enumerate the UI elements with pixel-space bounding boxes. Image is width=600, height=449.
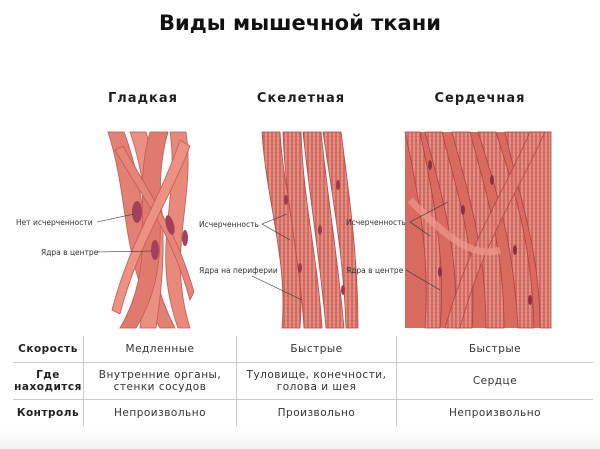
- table-cell: Внутренние органы, стенки сосудов: [83, 362, 237, 400]
- nucleus-icon: [182, 230, 188, 246]
- nucleus-icon: [428, 160, 432, 170]
- label-nuclei-periphery: Ядра на периферии: [199, 266, 278, 275]
- column-heading-skeletal: Скелетная: [256, 91, 346, 106]
- row-header-line: находится: [14, 381, 82, 393]
- nucleus-icon: [336, 180, 340, 190]
- nucleus-icon: [151, 240, 159, 260]
- table-cell: Быстрые: [396, 336, 593, 363]
- table-cell: Туловище, конечности, голова и шея: [236, 362, 397, 400]
- row-header-location: Где находится: [13, 362, 84, 400]
- cell-line: Туловище, конечности,: [246, 369, 387, 381]
- table-row: Где находится Внутренние органы, стенки …: [13, 362, 593, 400]
- cell-line: Внутренние органы,: [98, 369, 222, 381]
- table-cell: Произвольно: [236, 399, 397, 426]
- row-header-line: Где: [36, 369, 60, 381]
- cell-line: стенки сосудов: [113, 381, 207, 393]
- muscle-illustration: [96, 131, 552, 329]
- label-nuclei-center-cardiac: Ядра в центре: [346, 266, 404, 275]
- label-no-striation: Нет исчерченности: [16, 218, 93, 227]
- table-cell: Непроизвольно: [396, 399, 593, 426]
- table-cell: Непроизвольно: [83, 399, 237, 426]
- bottom-shade: [0, 430, 600, 449]
- label-nuclei-center-smooth: Ядра в центре: [41, 248, 99, 257]
- table-cell: Быстрые: [236, 336, 397, 363]
- column-heading-smooth: Гладкая: [107, 91, 179, 106]
- table-cell: Медленные: [83, 336, 237, 363]
- column-heading-cardiac: Сердечная: [434, 91, 526, 106]
- nucleus-icon: [318, 225, 322, 235]
- cardiac-muscle-illustration: [404, 131, 552, 329]
- nucleus-icon: [341, 285, 345, 295]
- table-cell: Сердце: [396, 362, 593, 400]
- cell-line: Сердце: [472, 375, 518, 387]
- nucleus-icon: [528, 295, 532, 305]
- label-striation-skeletal: Исчерченность: [199, 220, 259, 229]
- table-row: Контроль Непроизвольно Произвольно Непро…: [13, 399, 593, 426]
- label-striation-cardiac: Исчерченность: [346, 218, 406, 227]
- nucleus-icon: [513, 245, 517, 255]
- nucleus-icon: [461, 205, 465, 215]
- table-row: Скорость Медленные Быстрые Быстрые: [13, 336, 593, 363]
- row-header-control: Контроль: [16, 407, 80, 419]
- nucleus-icon: [132, 201, 142, 223]
- skeletal-muscle-illustration: [251, 131, 359, 329]
- comparison-table: Скорость Медленные Быстрые Быстрые Где н…: [13, 336, 593, 426]
- smooth-muscle-illustration: [96, 131, 195, 329]
- row-header-speed: Скорость: [13, 336, 84, 363]
- nucleus-icon: [284, 195, 288, 205]
- nucleus-icon: [165, 215, 175, 235]
- cell-line: голова и шея: [276, 381, 357, 393]
- nucleus-icon: [490, 175, 494, 185]
- nucleus-icon: [298, 263, 302, 273]
- page-title: Виды мышечной ткани: [159, 11, 441, 35]
- nucleus-icon: [438, 267, 442, 277]
